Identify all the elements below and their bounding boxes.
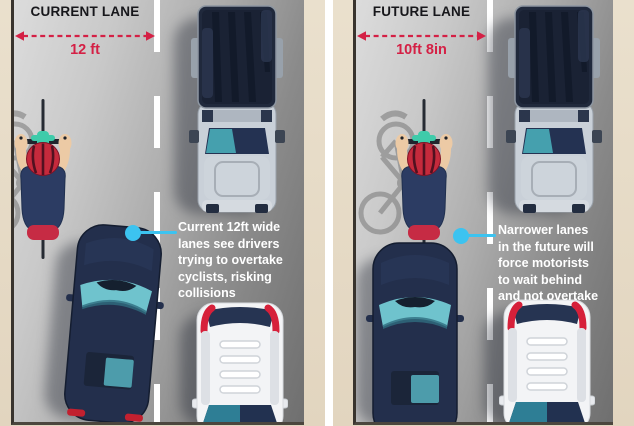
callout-dot-icon: [453, 228, 469, 244]
white-car-illustration: [499, 298, 595, 425]
pickup-truck-illustration: [499, 2, 609, 218]
lane-title: CURRENT LANE: [30, 4, 140, 19]
callout-note: Current 12ft wide lanes see drivers tryi…: [178, 220, 283, 300]
pickup-truck-illustration: [182, 2, 292, 218]
waiting-car-illustration: [365, 241, 465, 425]
width-double-arrow-icon: [357, 31, 486, 41]
lane-divider-line: [154, 0, 160, 422]
callout-line: [138, 231, 177, 234]
white-car-illustration: [192, 301, 288, 425]
lane-title: FUTURE LANE: [372, 4, 471, 19]
road-future: [353, 0, 613, 425]
lane-divider-line: [487, 0, 493, 422]
width-double-arrow-icon: [15, 31, 155, 41]
callout-line: [466, 234, 496, 237]
callout-note: Narrower lanes in the future will force …: [498, 223, 599, 303]
callout-dot-icon: [125, 225, 141, 241]
width-label: 10ft 8in: [396, 42, 447, 58]
width-label: 12 ft: [70, 42, 100, 58]
panel-current: CURRENT LANE 12 ft Current 12ft wide lan…: [0, 0, 325, 426]
road-current: [11, 0, 304, 425]
overtaking-car-illustration: [54, 220, 171, 425]
panel-future: FUTURE LANE 10ft 8in Narrower lanes in t…: [333, 0, 634, 426]
